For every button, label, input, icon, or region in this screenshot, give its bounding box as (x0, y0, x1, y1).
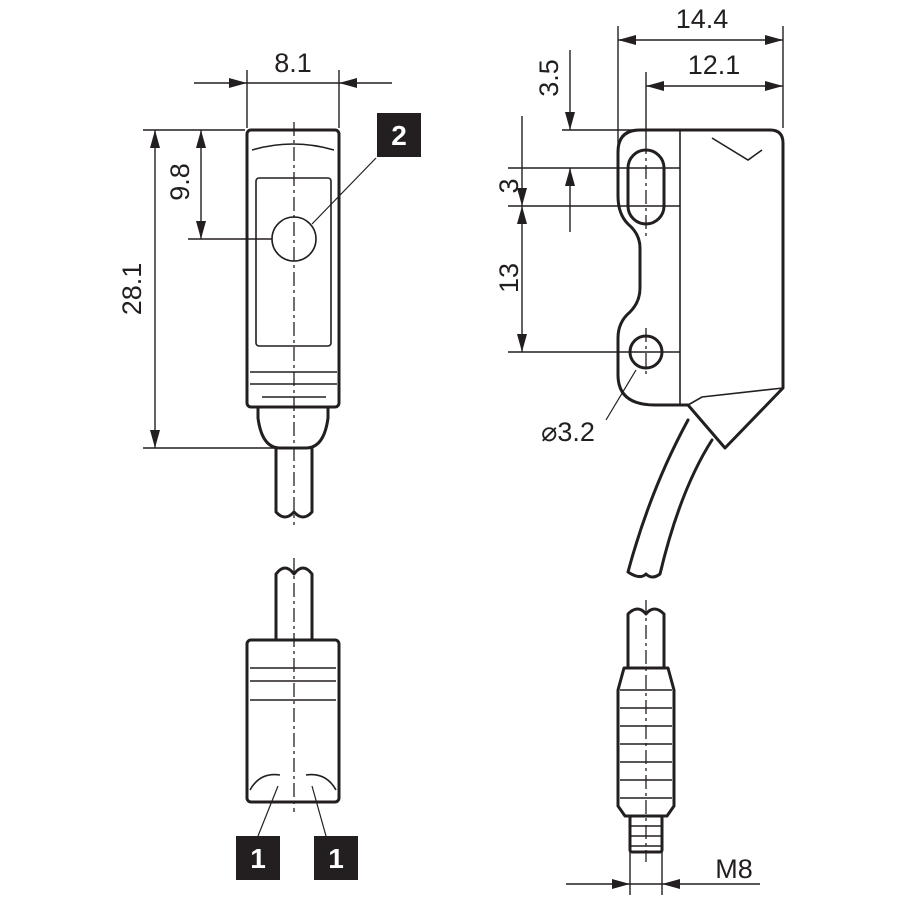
callout-lens-number: 2 (391, 120, 407, 151)
dim-front-height: 28.1 (117, 263, 147, 316)
callout-right-badge: 1 (314, 836, 358, 880)
callout-left-number: 1 (250, 843, 266, 874)
front-connector-view (245, 558, 341, 837)
callout-right-number: 1 (328, 843, 344, 874)
dimension-lines (143, 26, 784, 895)
dimension-labels: 8.1 28.1 9.8 14.4 12.1 3.5 3 13 ⌀3.2 M8 (117, 4, 753, 884)
dim-top-to-slot: 3.5 (534, 59, 564, 97)
callout-lens-badge: 2 (377, 113, 421, 157)
dim-side-width-inner: 12.1 (688, 50, 741, 80)
dim-slot-length: 3 (494, 178, 524, 193)
side-connector-view (616, 600, 676, 862)
dim-front-width: 8.1 (274, 48, 312, 78)
dim-lens-offset: 9.8 (165, 163, 195, 201)
dim-side-width-total: 14.4 (676, 4, 729, 34)
callout-left-badge: 1 (236, 836, 280, 880)
dim-hole-diameter: ⌀3.2 (541, 417, 595, 447)
dim-hole-spacing: 13 (494, 263, 524, 293)
front-view (245, 122, 341, 525)
side-view (605, 128, 785, 579)
dim-thread: M8 (715, 854, 753, 884)
